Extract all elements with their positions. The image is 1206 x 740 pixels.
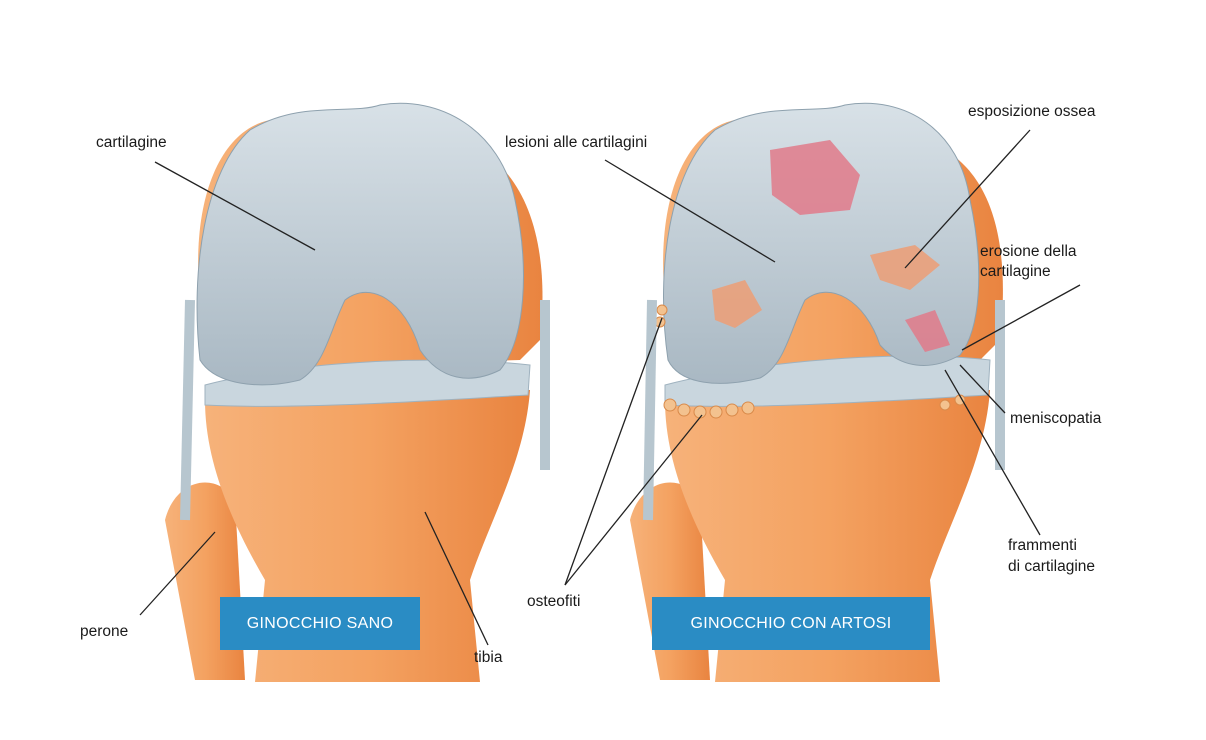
bone-exposure (905, 310, 950, 352)
bone-exposure (712, 280, 762, 328)
femoral-cartilage (196, 102, 524, 386)
label-cartilage-lesions: lesioni alle cartilagini (505, 134, 648, 151)
label-fragments-line1: frammenti (1008, 537, 1077, 554)
label-bone-exposure: esposizione ossea (968, 103, 1096, 120)
label-fragments-line2: di cartilagine (1008, 558, 1096, 575)
arthritic-knee (630, 102, 1005, 682)
healthy-knee (165, 102, 550, 682)
label-cartilage-erosion-line2: cartilagine (980, 263, 1051, 280)
osteophytes (654, 304, 966, 419)
label-meniscopathy: meniscopatia (1010, 410, 1102, 427)
label-tibia: tibia (474, 649, 503, 666)
label-cartilage: cartilagine (96, 134, 167, 151)
healthy-knee-title: GINOCCHIO SANO (220, 597, 420, 650)
label-osteophytes: osteofiti (527, 593, 581, 610)
label-fibula: perone (80, 623, 129, 640)
arthritic-knee-title: GINOCCHIO CON ARTOSI (652, 597, 930, 650)
label-cartilage-erosion-line1: erosione della (980, 243, 1077, 260)
bone-exposure (770, 140, 860, 215)
leader-lines (139, 129, 1081, 646)
